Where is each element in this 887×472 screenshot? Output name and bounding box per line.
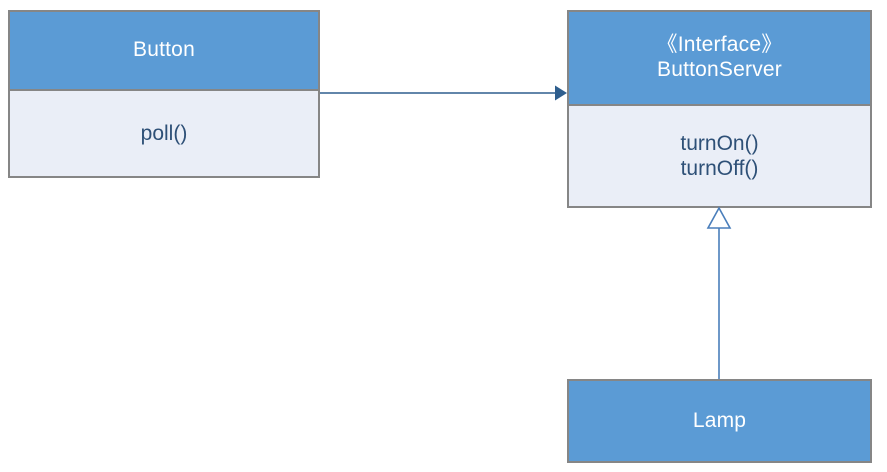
- member-buttonserver-turnoff: turnOff(): [680, 157, 759, 180]
- class-divider-button: [10, 89, 318, 91]
- class-name-buttonserver: ButtonServer: [657, 58, 782, 81]
- dependency-arrow-head-icon: [555, 85, 567, 101]
- class-header-buttonserver: 《Interface》 ButtonServer: [569, 12, 870, 104]
- class-name-lamp: Lamp: [692, 408, 747, 432]
- class-box-buttonserver[interactable]: 《Interface》 ButtonServer turnOn() turnOf…: [567, 10, 872, 208]
- member-buttonserver-turnon: turnOn(): [680, 131, 759, 155]
- class-stereotype-buttonserver: 《Interface》: [656, 33, 783, 57]
- class-header-lamp: Lamp: [569, 381, 870, 461]
- class-name-button: Button: [133, 38, 195, 62]
- inheritance-triangle-icon: [706, 206, 732, 229]
- inheritance-connector-lamp-to-buttonserver: [706, 206, 732, 379]
- member-button-poll: poll(): [140, 121, 188, 145]
- class-divider-buttonserver: [569, 104, 870, 106]
- dependency-arrow-button-to-buttonserver: [320, 85, 567, 101]
- class-box-lamp[interactable]: Lamp: [567, 379, 872, 463]
- class-header-button: Button: [10, 12, 318, 89]
- class-box-button[interactable]: Button poll(): [8, 10, 320, 178]
- class-members-button: poll(): [10, 91, 318, 176]
- class-members-buttonserver: turnOn() turnOff(): [569, 106, 870, 206]
